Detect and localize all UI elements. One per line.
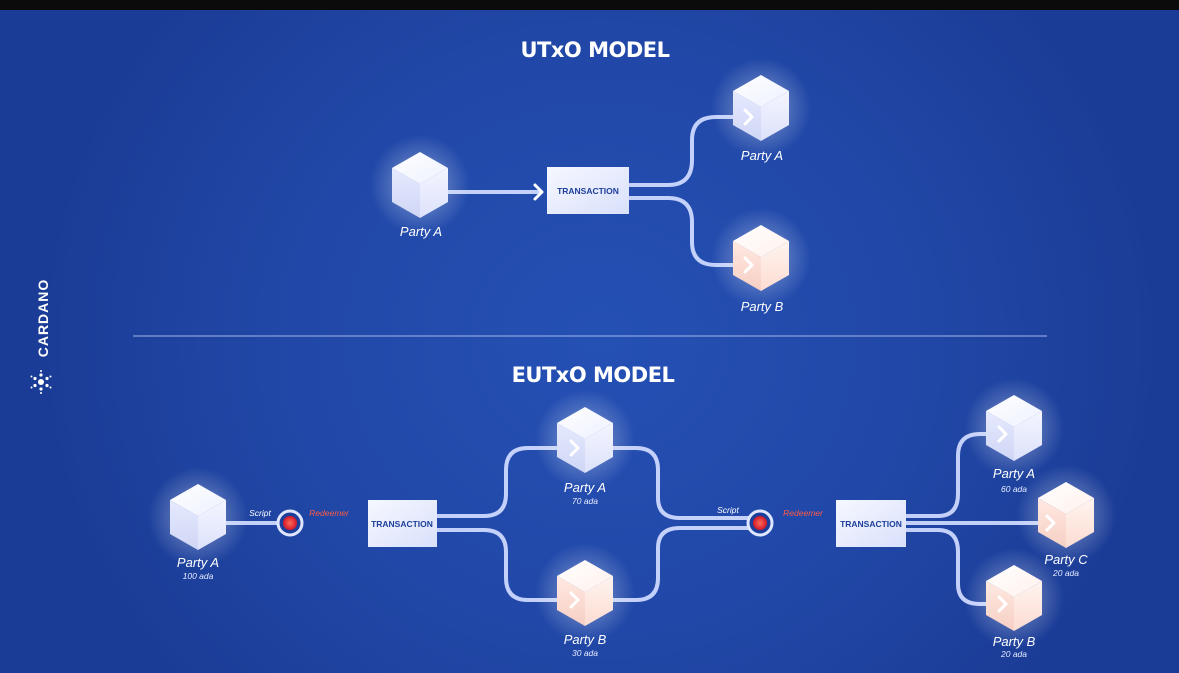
eutxo-mid-a-amount: 70 ada — [572, 496, 598, 506]
utxo-title: UTxO MODEL — [521, 38, 670, 62]
eutxo-final-b-amount: 20 ada — [1000, 649, 1027, 659]
eutxo-final-a-amount: 60 ada — [1001, 484, 1027, 494]
eutxo-flow-join-a — [588, 446, 750, 520]
utxo-input-label: Party A — [400, 224, 442, 239]
eutxo-flow-mid-a — [434, 446, 577, 518]
eutxo-mid-a-label: Party A — [564, 480, 606, 495]
eutxo-mid-b-amount: 30 ada — [572, 648, 598, 658]
eutxo-final-c-label: Party C — [1044, 552, 1088, 567]
redeemer1-label: Redeemer — [309, 508, 350, 518]
cube-icon — [148, 467, 248, 567]
cube-icon — [535, 543, 635, 643]
eutxo-final-b-label: Party B — [993, 634, 1036, 649]
cube-icon — [535, 390, 635, 490]
top-bar — [0, 0, 1179, 10]
eutxo-mid-b-label: Party B — [564, 632, 607, 647]
cube-icon — [1016, 465, 1116, 565]
eutxo-transaction1-box — [368, 500, 437, 547]
eutxo-final-a-label: Party A — [993, 466, 1035, 481]
utxo-output-b-label: Party B — [741, 299, 784, 314]
eutxo-input-amount: 100 ada — [183, 571, 214, 581]
eutxo-transaction1-label: TRANSACTION — [371, 519, 433, 529]
cardano-logo-icon — [30, 370, 52, 394]
eutxo-transaction2-box — [836, 500, 906, 547]
script2-label: Script — [717, 505, 739, 515]
eutxo-flow-mid-b — [434, 528, 577, 602]
eutxo-transaction2-label: TRANSACTION — [840, 519, 902, 529]
eutxo-flow-join-b — [588, 526, 750, 602]
utxo-transaction-box — [547, 167, 629, 214]
script1-label: Script — [249, 508, 271, 518]
script-lock-icon — [746, 509, 774, 537]
cube-icon — [711, 58, 811, 158]
brand-name: CARDANO — [35, 279, 51, 358]
redeemer2-label: Redeemer — [783, 508, 824, 518]
eutxo-title: EUTxO MODEL — [512, 363, 675, 387]
eutxo-final-c-amount: 20 ada — [1052, 568, 1079, 578]
cube-icon — [370, 135, 470, 235]
cardano-brand: CARDANO — [35, 279, 51, 358]
utxo-transaction-label: TRANSACTION — [557, 186, 619, 196]
diagram-canvas: CARDANO UTxO MODEL Party A TRANSACTION P… — [0, 10, 1179, 673]
utxo-output-a-label: Party A — [741, 148, 783, 163]
eutxo-diagram: CARDANO UTxO MODEL Party A TRANSACTION P… — [30, 38, 1116, 659]
cube-icon — [711, 208, 811, 308]
cube-icon — [964, 548, 1064, 648]
cube-icon — [964, 378, 1064, 478]
utxo-flow-party-b — [628, 196, 750, 267]
utxo-flow-party-a — [628, 115, 750, 187]
eutxo-input-label: Party A — [177, 555, 219, 570]
script-lock-icon — [276, 509, 304, 537]
